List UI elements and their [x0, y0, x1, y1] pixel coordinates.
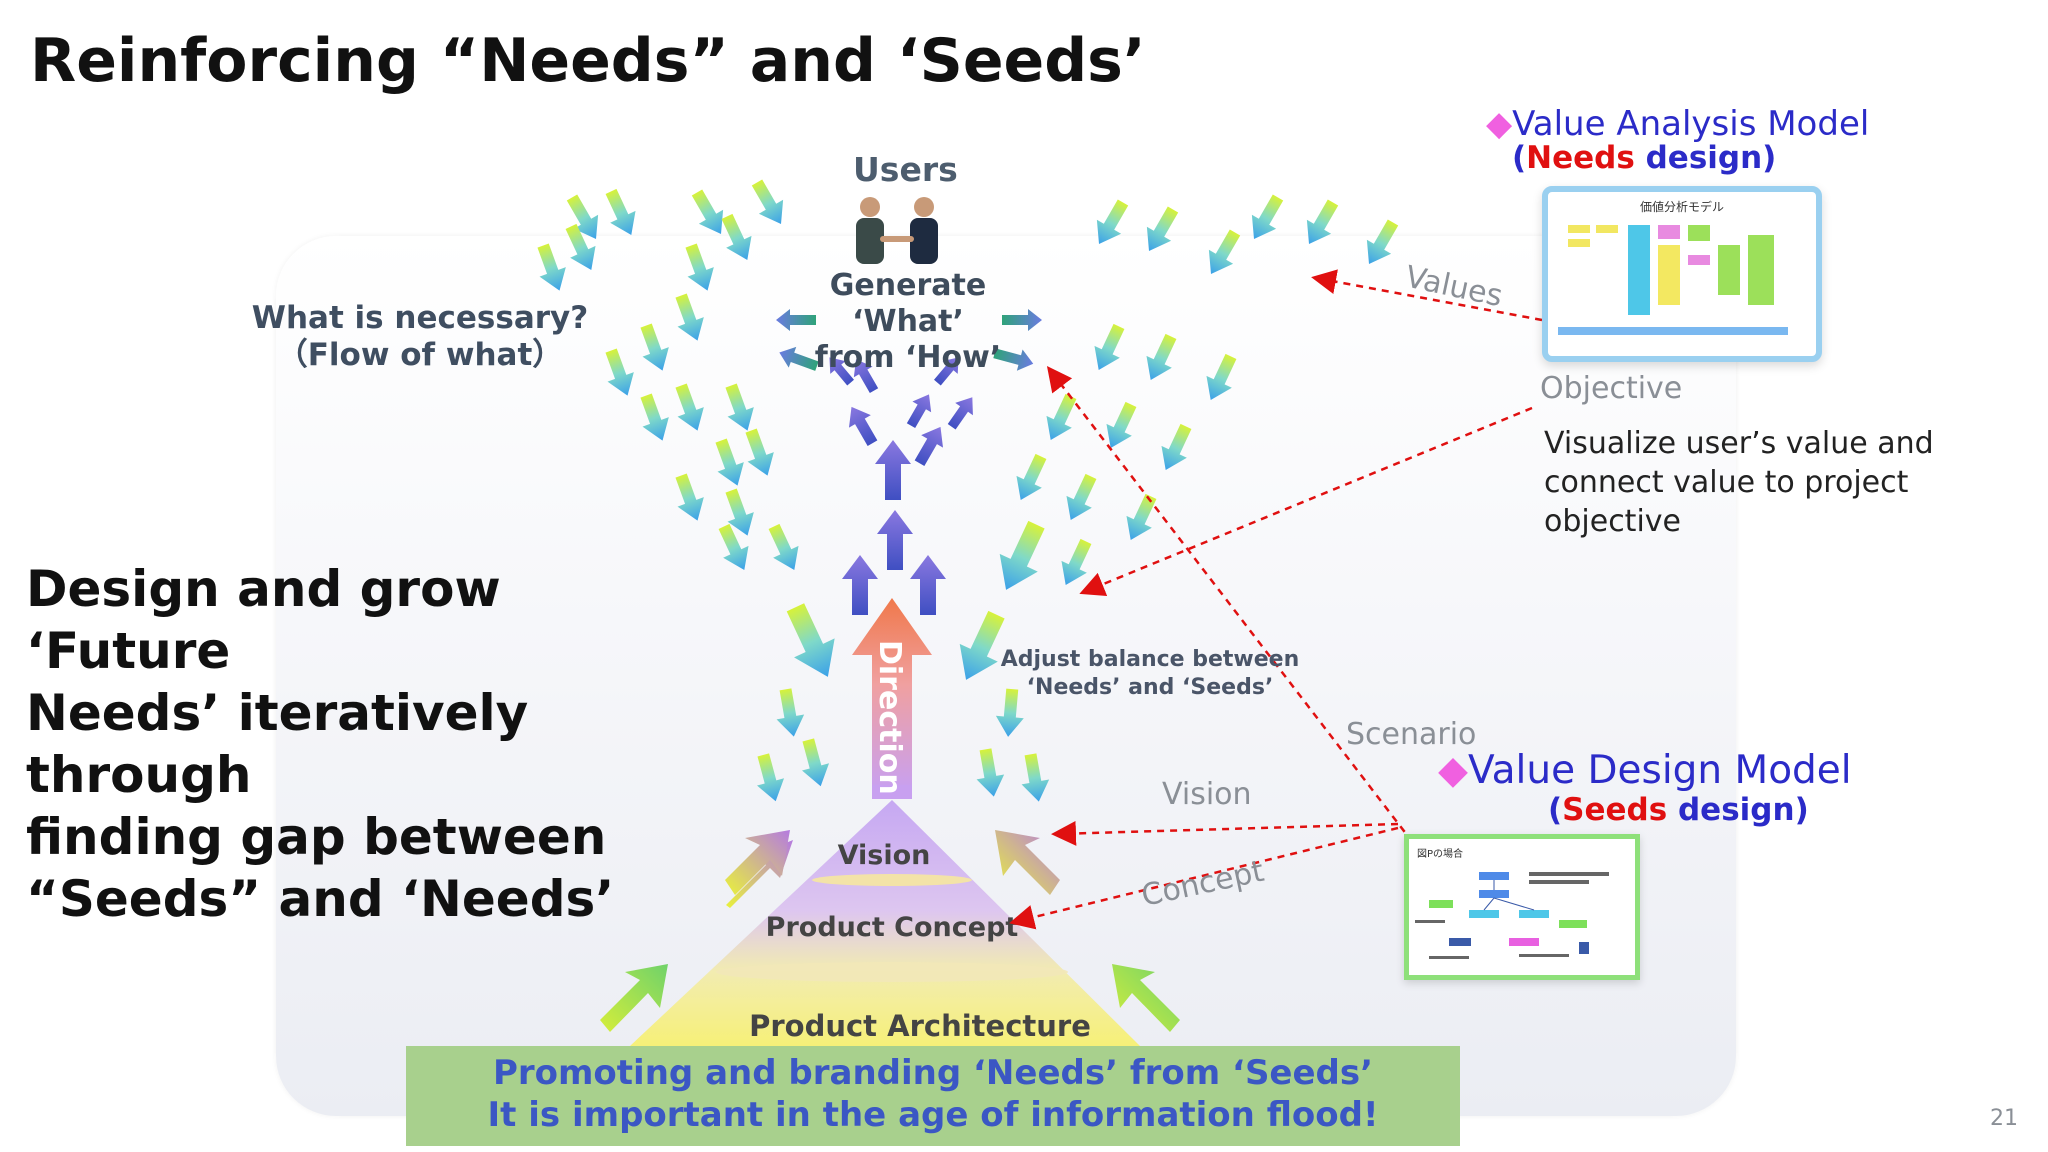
paren-open: ( [1512, 140, 1527, 176]
banner-line1: Promoting and branding ‘Needs’ from ‘See… [492, 1053, 1374, 1093]
seeds-word: Seeds [1562, 792, 1668, 828]
left-statement-line3: finding gap between [26, 808, 607, 866]
needs-word: Needs [1526, 140, 1635, 176]
diamond-bullet-icon: ◆ [1486, 104, 1513, 144]
value-design-thumb-graphic [1415, 872, 1609, 959]
adjust-line2: ‘Needs’ and ‘Seeds’ [1026, 675, 1274, 700]
red-dashed-connectors [1009, 269, 1543, 930]
value-analysis-thumb-graphic [1558, 225, 1788, 335]
visualize-line3: objective [1544, 504, 1681, 539]
value-analysis-subtitle: (Needs design) [1512, 140, 1776, 176]
thumb-caption: 図Pの場合 [1417, 849, 1464, 860]
concept-label: Concept [1138, 854, 1267, 914]
objective-label: Objective [1540, 371, 1682, 406]
bottom-banner: Promoting and branding ‘Needs’ from ‘See… [406, 1046, 1460, 1146]
users-label: Users [853, 150, 958, 189]
up-yellow-arrow-icon [600, 830, 1180, 1032]
value-analysis-title-text: Value Analysis Model [1512, 104, 1870, 144]
paren-close: ) [1762, 140, 1777, 176]
value-design-thumbnail: 図Pの場合 [1404, 834, 1640, 980]
generate-line2: from ‘How’ [814, 340, 1002, 375]
vision-label: Vision [1162, 777, 1252, 812]
visualize-line2: connect value to project [1544, 465, 1909, 500]
necessary-line1: What is necessary? [251, 300, 589, 336]
direction-arrow: Direction [852, 598, 932, 799]
slide-title: Reinforcing “Needs” and ‘Seeds’ [30, 26, 1146, 96]
page-number: 21 [1990, 1106, 2018, 1131]
banner-line2: It is important in the age of informatio… [487, 1095, 1379, 1135]
left-statement: Design and grow ‘Future Needs’ iterative… [26, 558, 706, 930]
pyramid-concept: Product Concept [766, 912, 1019, 943]
design-word: design [1634, 140, 1763, 176]
value-analysis-title: ◆Value Analysis Model [1486, 104, 1869, 144]
value-design-title: ◆Value Design Model [1438, 748, 1852, 793]
scenario-label: Scenario [1346, 717, 1476, 752]
left-statement-line2: Needs’ iteratively through [26, 684, 529, 804]
users-handshake-icon [856, 197, 938, 264]
pyramid: Vision Product Concept Product Architect… [630, 800, 1140, 1046]
left-statement-line4: “Seeds” and ‘Needs’ [26, 870, 615, 928]
adjust-balance-text: Adjust balance between ‘Needs’ and ‘Seed… [1000, 646, 1300, 702]
direction-label: Direction [872, 640, 907, 795]
values-label: Values [1402, 260, 1505, 315]
paren-close: ) [1794, 792, 1809, 828]
necessary-line2: （Flow of what） [276, 337, 564, 373]
what-is-necessary: What is necessary? （Flow of what） [250, 300, 590, 374]
value-design-title-text: Value Design Model [1468, 748, 1852, 793]
value-analysis-thumbnail: 価値分析モデル [1542, 186, 1822, 362]
visualize-text: Visualize user’s value and connect value… [1544, 424, 1964, 541]
diamond-bullet-icon: ◆ [1438, 748, 1468, 793]
adjust-line1: Adjust balance between [1000, 647, 1300, 672]
paren-open: ( [1548, 792, 1563, 828]
value-design-subtitle: (Seeds design) [1548, 792, 1809, 828]
generate-text: Generate ‘What’ from ‘How’ [778, 268, 1038, 376]
left-statement-line1: Design and grow ‘Future [26, 560, 501, 680]
pyramid-vision: Vision [838, 840, 931, 871]
thumb-caption: 価値分析モデル [1639, 200, 1724, 214]
pyramid-architecture: Product Architecture [749, 1009, 1091, 1043]
visualize-line1: Visualize user’s value and [1544, 426, 1934, 461]
generate-line1: Generate ‘What’ [829, 268, 987, 339]
up-purple-arrow-icon [821, 350, 982, 615]
design-word: design [1667, 792, 1795, 828]
